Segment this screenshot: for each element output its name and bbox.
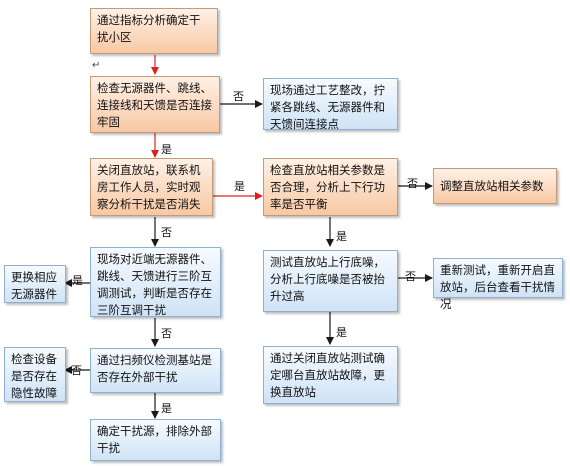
label-noise-yes: 是	[336, 326, 347, 339]
node-shutdown-repeater: 关闭直放站，联系机房工作人员，实时观察分析干扰是否消失	[90, 158, 213, 216]
node-replace-passive: 更换相应无源器件	[4, 265, 66, 303]
label-check-yes: 是	[161, 143, 172, 156]
label-params-no: 否	[407, 177, 418, 190]
node-check-passive: 检查无源器件、跳线、连接线和天馈是否连接牢固	[90, 76, 220, 133]
label-spectrum-yes: 是	[161, 402, 172, 415]
node-rectify: 现场通过工艺整改，拧紧各跳线、无源器件和天馈间连接点	[263, 78, 398, 131]
label-noise-no: 否	[405, 270, 416, 283]
node-locate-faulty: 通过关闭直放站测试确定哪台直放站故障，更换直放站	[263, 346, 398, 404]
node-check-repeater-params: 检查直放站相关参数是否合理，分析上下行功率是否平衡	[263, 158, 398, 216]
node-check-equipment: 检查设备是否存在隐性故障	[4, 347, 66, 402]
label-spectrum-no: 否	[71, 364, 82, 377]
label-neartest-no: 否	[161, 327, 172, 340]
paragraph-mark: ↵	[92, 60, 101, 71]
node-test-noise-floor: 测试直放站上行底噪，分析上行底噪是否被抬升过高	[263, 250, 398, 312]
node-spectrum-check: 通过扫频仪检测基站是否存在外部干扰	[90, 348, 221, 393]
label-check-no: 否	[233, 90, 244, 103]
node-near-end-test: 现场对近端无源器件、跳线、天馈进行三阶互调测试，判断是否存在三阶互调干扰	[90, 247, 221, 317]
label-shutdown-yes: 是	[234, 180, 245, 193]
node-start: 通过指标分析确定干扰小区	[90, 8, 218, 54]
label-shutdown-no: 否	[161, 226, 172, 239]
label-neartest-yes: 是	[72, 274, 83, 287]
node-adjust-params: 调整直放站相关参数	[433, 168, 557, 204]
node-retest: 重新测试，重新开启直放站，后台查看干扰情况	[433, 258, 563, 311]
label-params-yes: 是	[336, 230, 347, 243]
node-confirm-source: 确定干扰源，排除外部干扰	[90, 419, 221, 461]
